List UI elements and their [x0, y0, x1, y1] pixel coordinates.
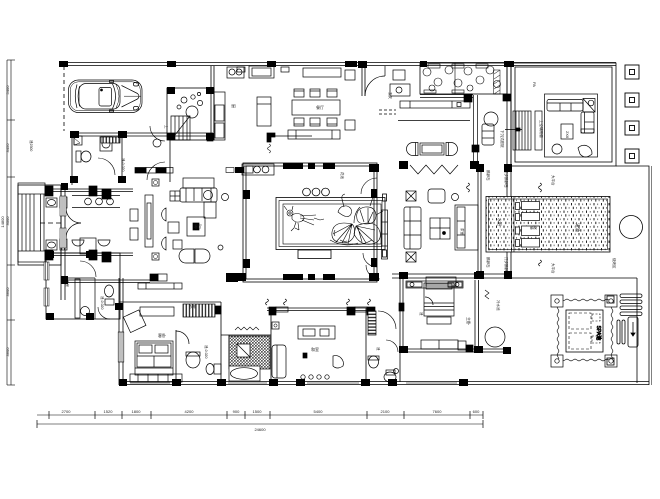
svg-text:餐厅: 餐厅 [316, 104, 324, 110]
svg-text:2X6: 2X6 [565, 131, 570, 139]
svg-text:3600: 3600 [5, 347, 10, 357]
svg-text:茶室: 茶室 [460, 228, 465, 236]
svg-text:上: 上 [164, 125, 169, 129]
svg-text:5400: 5400 [314, 409, 324, 414]
svg-text:泄: 泄 [376, 347, 381, 351]
svg-text:PA: PA [532, 82, 537, 87]
svg-text:水吧: 水吧 [497, 218, 503, 226]
svg-text:3600: 3600 [5, 287, 10, 297]
svg-text:衣帚: 衣帚 [189, 304, 196, 309]
svg-text:1500: 1500 [253, 409, 263, 414]
svg-text:7600: 7600 [433, 409, 443, 414]
svg-text:汀步鹅卵石: 汀步鹅卵石 [504, 170, 509, 188]
svg-text:2700: 2700 [62, 409, 72, 414]
svg-text:5400: 5400 [5, 85, 10, 95]
svg-text:玄关: 玄关 [388, 92, 393, 100]
svg-text:躺椅: 躺椅 [530, 225, 538, 230]
svg-text:2100: 2100 [381, 409, 391, 414]
svg-text:4200: 4200 [185, 409, 195, 414]
svg-text:600: 600 [473, 409, 480, 414]
svg-text:泄-0.020: 泄-0.020 [204, 345, 209, 358]
svg-text:冷水池: 冷水池 [496, 300, 501, 311]
svg-text:花池: 花池 [340, 172, 345, 180]
svg-text:泄2500: 泄2500 [29, 140, 34, 151]
svg-text:泳池: 泳池 [574, 223, 581, 232]
svg-text:厨: 厨 [231, 104, 237, 108]
svg-text:客厅: 客厅 [194, 223, 202, 229]
svg-text:泄-0.020: 泄-0.020 [121, 158, 126, 171]
svg-text:主卧: 主卧 [466, 317, 472, 325]
svg-text:14800: 14800 [0, 216, 5, 228]
svg-text:泄: 泄 [419, 312, 424, 316]
svg-text:1520: 1520 [104, 409, 114, 414]
svg-text:3000: 3000 [5, 216, 10, 226]
svg-text:大平台: 大平台 [551, 175, 556, 186]
svg-text:客卧: 客卧 [158, 332, 166, 338]
svg-text:泄-0.020: 泄-0.020 [100, 296, 105, 309]
svg-text:24600: 24600 [254, 427, 266, 432]
svg-text:上空璃雨棚: 上空璃雨棚 [539, 120, 544, 138]
svg-text:900: 900 [233, 409, 240, 414]
svg-text:烧烤区: 烧烤区 [612, 258, 617, 269]
svg-text:汀步鹅卵石: 汀步鹅卵石 [504, 257, 509, 275]
svg-text:SPA池: SPA池 [595, 326, 602, 341]
svg-text:大平台: 大平台 [551, 263, 556, 274]
svg-text:鹅卵石: 鹅卵石 [486, 257, 491, 268]
svg-text:鹅卵石: 鹅卵石 [486, 170, 491, 181]
svg-text:1800: 1800 [132, 409, 142, 414]
svg-text:3450: 3450 [5, 143, 10, 153]
svg-text:和室: 和室 [311, 346, 319, 352]
svg-text:下沉式庭院: 下沉式庭院 [500, 130, 505, 148]
